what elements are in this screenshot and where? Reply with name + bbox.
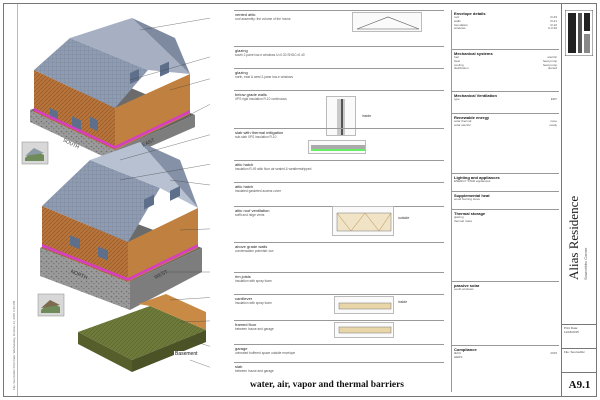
lower-wall-north (42, 206, 128, 282)
basement-model (78, 294, 206, 372)
lower-wall-west (128, 208, 198, 282)
upper-inset-photo (21, 141, 49, 165)
notes-column: vented attic roof assembly: the volume o… (234, 10, 444, 392)
lower-foundation-west (130, 248, 202, 310)
note-attic-hatch-1: attic hatch insulation R-49 attic floor … (234, 160, 444, 171)
info-passive-solar: passive solar south windows (452, 282, 559, 346)
basement-stair-wall (138, 294, 206, 330)
lower-inset-photo (37, 293, 65, 317)
basement-slab (78, 306, 206, 360)
note-garage: garage unheated buffered space outside e… (234, 344, 444, 355)
note-attic-hatch-2: attic hatch insulated gasketed access co… (234, 182, 444, 193)
upper-window-5 (160, 61, 169, 77)
sheet-caption: water, air, vapor and thermal barriers (250, 380, 405, 390)
detail-label-outside: outside (398, 216, 410, 220)
upper-window-3 (90, 116, 98, 132)
lower-window-1 (70, 235, 80, 250)
basement-edge-1 (78, 332, 132, 372)
note-below-grade-walls: below grade walls XPS rigid insulation R… (234, 90, 444, 101)
lower-house-model (40, 142, 202, 310)
note-slab-mitigation: slab with thermal mitigation sub-slab XP… (234, 128, 444, 139)
note-slab-garage: slab between house and garage (234, 362, 444, 373)
lower-window-4 (170, 185, 180, 201)
file-info-text: File: Sourcebbc Print Date: Wednesday, O… (12, 300, 16, 390)
upper-window-4 (130, 69, 139, 85)
file-box: File: Sourcebbc (562, 348, 596, 372)
note-cantilever: cantilever insulation with spray foam (234, 294, 444, 305)
info-supplemental: Supplemental heat wood burning stove (452, 192, 559, 210)
info-lighting: Lighting and appliances ENERGY STAR appl… (452, 174, 559, 192)
wall-section-detail (326, 96, 356, 136)
note-above-grade-walls: above grade walls condensation potential… (234, 242, 444, 253)
lower-roof-hip (140, 142, 198, 208)
roof-detail (352, 12, 422, 32)
title-block: Alias Residence Sourcebbc Corner Print D… (561, 4, 596, 396)
info-thermal-storage: Thermal storage glazing thermal mass (452, 210, 559, 282)
note-glazing-other: glazing north, east & west 2-pane low-e … (234, 68, 444, 79)
upper-wall-south (34, 70, 115, 150)
lower-foundation-north (40, 248, 130, 310)
note-vented-attic: vented attic roof assembly: the volume o… (234, 10, 444, 21)
upper-roof-south (34, 38, 148, 108)
sheet-number: A9.1 (562, 372, 596, 396)
upper-roof-north (70, 18, 190, 74)
axonometric-drawings: SOUTH EAST NORTH WEST (20, 10, 210, 392)
upper-wall-east (115, 74, 190, 150)
print-date-box: Print Date: 11/16/2015 (562, 324, 596, 342)
project-name: Alias Residence (566, 195, 581, 280)
sheet-info-strip: File: Sourcebbc Print Date: Wednesday, O… (4, 4, 18, 396)
drawing-sheet: File: Sourcebbc Print Date: Wednesday, O… (3, 3, 597, 397)
firm-logo (565, 10, 593, 56)
cantilever-detail (334, 296, 394, 314)
detail-label-inside-2: inside (398, 300, 408, 304)
project-title-block: Alias Residence Sourcebbc Corner (566, 180, 594, 300)
upper-roof-hip (132, 18, 190, 74)
basement-edge-2 (132, 330, 206, 372)
lower-window-3 (144, 194, 154, 210)
house-axonometric-svg (21, 17, 210, 372)
upper-foundation-south (30, 110, 115, 162)
note-framed-floor: framed floor between house and garage (234, 320, 444, 331)
leader-lines (119, 17, 210, 368)
note-rim-joists: rim joists insulation with spray foam (234, 272, 444, 283)
framed-floor-detail (334, 322, 394, 338)
note-glazing-south: glazing south 2-pane low-e windows U=0.3… (234, 46, 444, 57)
attic-roof-detail (332, 206, 394, 236)
upper-house-model (30, 18, 195, 162)
detail-label-inside-1: inside (362, 114, 372, 118)
basement-label: Basement (174, 351, 199, 357)
lower-window-2 (98, 246, 108, 261)
lower-roof-main (42, 160, 160, 242)
project-subtitle: Sourcebbc Corner (583, 247, 588, 280)
slab-detail (308, 140, 366, 154)
